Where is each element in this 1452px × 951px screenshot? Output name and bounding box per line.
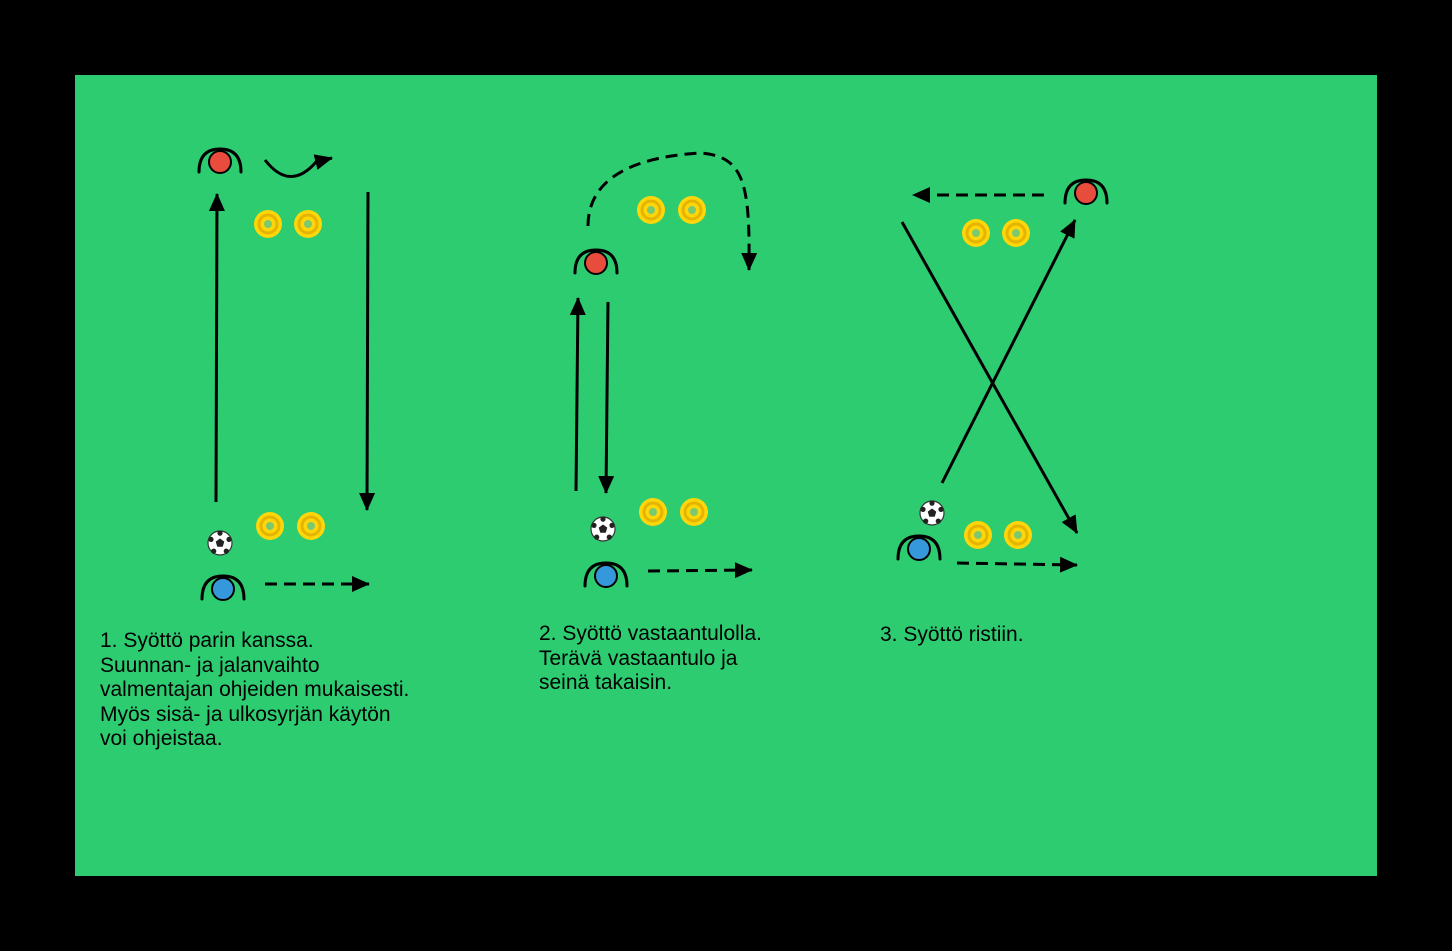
cone-icon: [964, 521, 992, 549]
curved-run-arrow: [263, 154, 333, 178]
drill-1-caption: 1. Syöttö parin kanssa. Suunnan- ja jala…: [100, 629, 410, 750]
soccer-ball-icon: [919, 500, 945, 526]
pass-arrow: [940, 219, 1077, 484]
player-red: [1063, 178, 1109, 205]
player-red: [573, 248, 619, 275]
drill-3-caption: 3. Syöttö ristiin.: [880, 623, 1024, 646]
run-arrow-dashed: [956, 556, 1078, 573]
pitch-area: [75, 75, 1377, 876]
cone-icon: [294, 210, 322, 238]
cone-icon: [256, 512, 284, 540]
soccer-ball-icon: [207, 530, 233, 556]
pass-arrow: [569, 297, 586, 492]
curved-run-arrow-dashed: [586, 151, 758, 271]
soccer-ball-icon: [590, 516, 616, 542]
player-red: [197, 147, 243, 174]
player-blue: [583, 561, 629, 588]
cone-icon: [639, 498, 667, 526]
cone-icon: [678, 196, 706, 224]
drill-2-caption: 2. Syöttö vastaantulolla. Terävä vastaan…: [539, 622, 762, 694]
player-blue: [896, 534, 942, 561]
cone-icon: [637, 196, 665, 224]
cone-icon: [1004, 521, 1032, 549]
cone-icon: [254, 210, 282, 238]
pass-arrow: [900, 221, 1079, 534]
pass-arrow: [359, 191, 376, 511]
cone-icon: [1002, 219, 1030, 247]
cone-icon: [297, 512, 325, 540]
pass-arrow: [208, 193, 225, 503]
pass-arrow: [598, 301, 615, 494]
run-arrow-dashed: [647, 562, 753, 579]
player-blue: [200, 574, 246, 601]
cone-icon: [962, 219, 990, 247]
cone-icon: [680, 498, 708, 526]
